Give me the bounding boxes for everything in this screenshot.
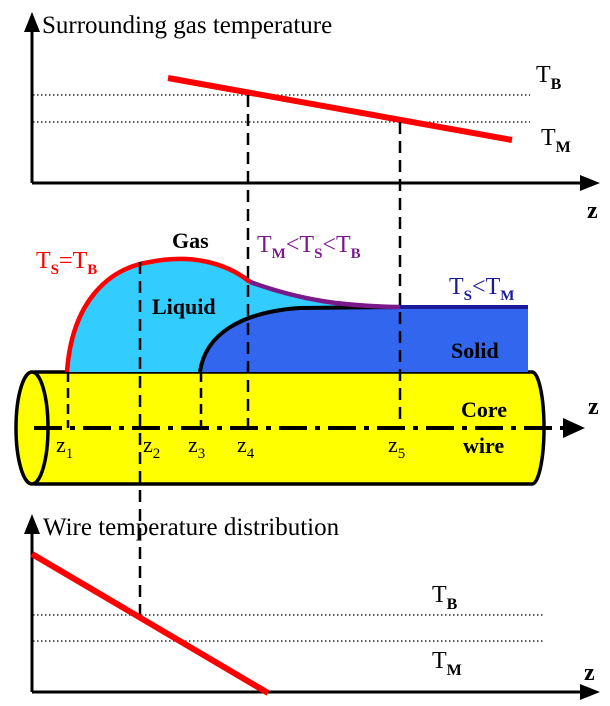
wire-axis-label: z [588, 394, 599, 420]
gas-label: Gas [172, 228, 209, 253]
wire-axis-arrowhead [563, 418, 585, 438]
top-x-arrowhead [580, 175, 600, 191]
bottom-y-arrowhead [24, 514, 40, 534]
bottom-tb-label: TB [432, 582, 458, 613]
gas-temperature-line [168, 78, 512, 140]
wire-label: wire [463, 433, 504, 458]
liquid-label: Liquid [152, 294, 216, 319]
bottom-plot: Wire temperature distribution TB TM z [24, 514, 600, 700]
top-tb-label: TB [536, 62, 562, 93]
top-axis-label: z [587, 198, 598, 224]
bottom-x-arrowhead [580, 684, 600, 700]
ts-eq-tb-label: TS=TB [36, 248, 97, 278]
wire-temperature-line [32, 554, 268, 693]
solid-label: Solid [451, 338, 499, 363]
top-y-arrowhead [24, 12, 40, 32]
core-label: Core [461, 397, 507, 422]
top-plot: Surrounding gas temperature TB TM z [24, 12, 600, 224]
top-tm-label: TM [541, 125, 571, 156]
bottom-plot-title: Wire temperature distribution [43, 514, 340, 541]
bottom-tm-label: TM [432, 648, 462, 679]
ts-lt-tm-label: TS<TM [449, 274, 514, 304]
bottom-axis-label: z [584, 660, 595, 686]
tm-ts-tb-label: TM<TS<TB [257, 232, 361, 262]
top-plot-title: Surrounding gas temperature [42, 12, 332, 39]
